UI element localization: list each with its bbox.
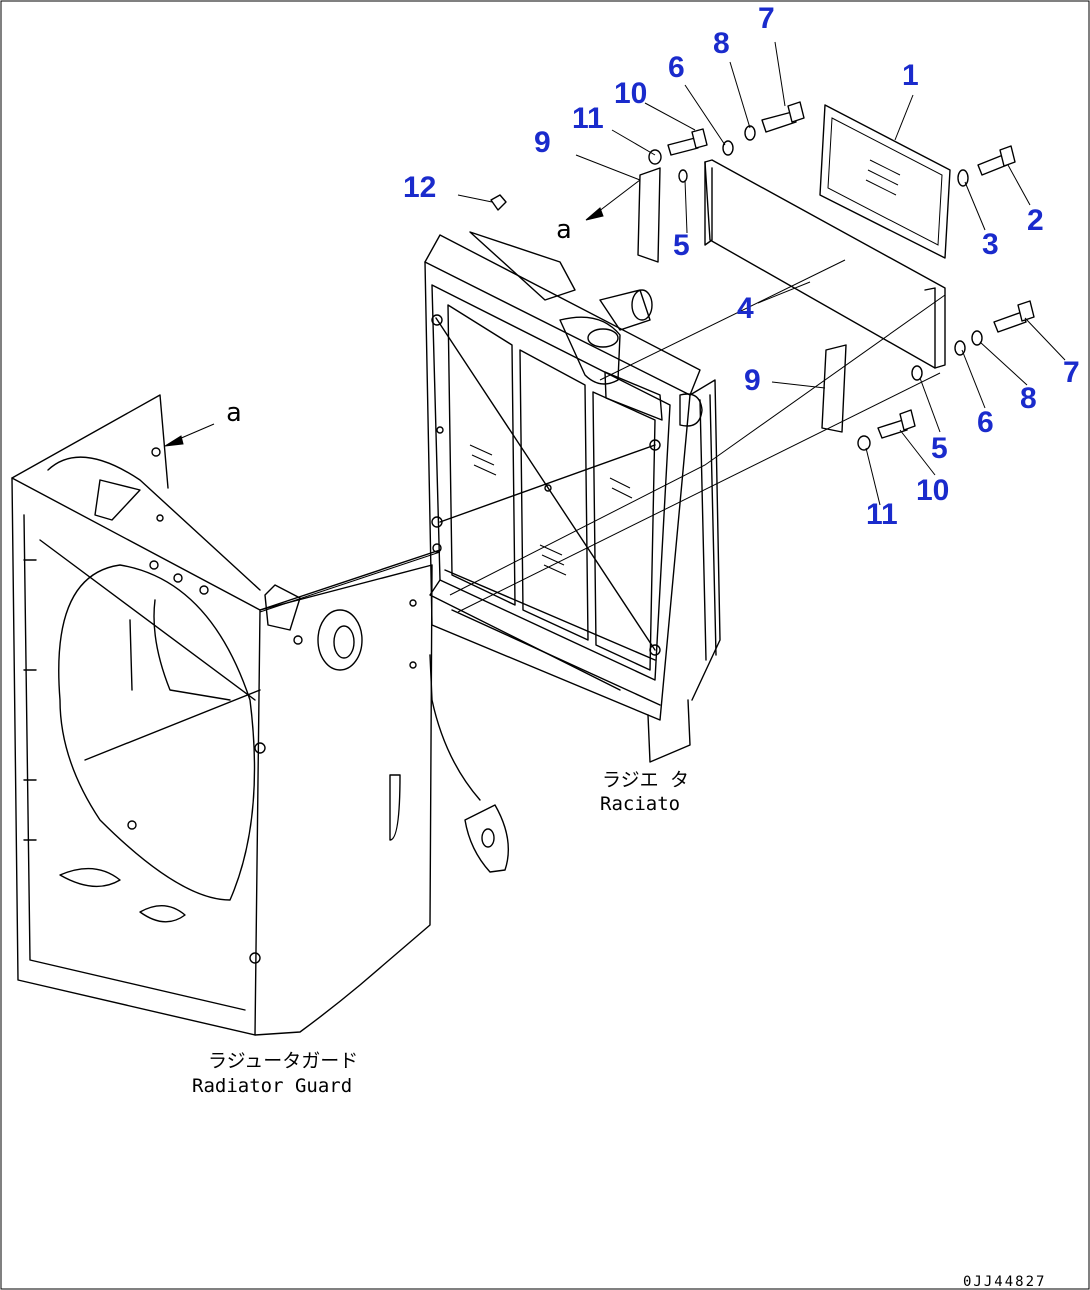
- callout-7-upper: 7: [758, 2, 775, 35]
- part-7-bolt-upper: [761, 111, 797, 133]
- leader-lines: [164, 41, 1066, 613]
- callout-1: 1: [902, 59, 919, 92]
- view-ref-a-upper: a: [556, 215, 572, 245]
- callout-4: 4: [737, 292, 754, 325]
- radiator-guard: [11, 394, 510, 1036]
- callout-11-lower: 11: [866, 498, 898, 531]
- radiator-caption-jp: ラジエ タ: [602, 769, 689, 791]
- part-9-plate-upper: [637, 167, 661, 263]
- callout-12: 12: [403, 171, 436, 204]
- guard-caption-en: Radiator Guard: [192, 1075, 352, 1097]
- part-9-plate-lower: [821, 344, 847, 433]
- callout-8-lower: 8: [1020, 382, 1037, 415]
- callout-9-lower: 9: [744, 364, 761, 397]
- part-4-bracket: [704, 159, 946, 369]
- drawing-code: 0JJ44827: [963, 1274, 1046, 1290]
- callout-6-lower: 6: [977, 406, 994, 439]
- exploded-parts: [490, 101, 1035, 451]
- callout-11-upper: 11: [572, 102, 604, 135]
- callout-8-upper: 8: [713, 27, 730, 60]
- callout-6-upper: 6: [668, 51, 685, 84]
- view-ref-a-lower: a: [226, 398, 242, 428]
- callout-9-upper: 9: [534, 126, 551, 159]
- callout-10-upper: 10: [614, 77, 647, 110]
- callout-10-lower: 10: [916, 474, 949, 507]
- part-12-nut: [490, 194, 507, 211]
- callouts: 1 2 3 4 5 5 6 6 7 7 8 8 9 9 10 10 11 11 …: [403, 2, 1080, 531]
- callout-5-upper: 5: [673, 229, 690, 262]
- callout-3: 3: [982, 228, 999, 261]
- callout-5-lower: 5: [931, 432, 948, 465]
- part-10-bolt-lower: [877, 419, 908, 439]
- radiator: [424, 231, 721, 763]
- radiator-caption-en: Raciato: [600, 793, 680, 815]
- part-7-bolt-lower: [993, 311, 1027, 333]
- callout-7-lower: 7: [1063, 356, 1080, 389]
- callout-2: 2: [1027, 204, 1044, 237]
- guard-caption-jp: ラジュータガード: [208, 1050, 358, 1072]
- part-1-plate: [819, 104, 951, 259]
